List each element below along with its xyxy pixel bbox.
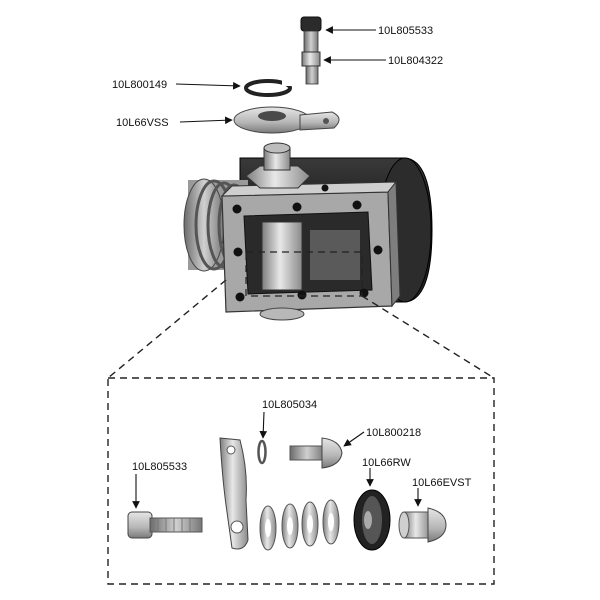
label-roller-sleeve: 10L66EVST [412,477,472,489]
housing [183,142,433,321]
leader-arrows [132,26,422,509]
detail-callout [107,251,495,585]
label-roller-pin: 10L800218 [366,427,421,439]
label-switch-plate: 10L66VSS [116,117,169,129]
label-lockwasher: 10L805034 [262,399,317,411]
side-screw [127,511,203,539]
lockwasher [257,439,267,465]
roller-sleeve [398,507,447,543]
actuator-arm [219,437,249,550]
label-top-stud: 10L804322 [388,55,443,67]
retaining-ring [244,79,292,97]
roller-pin [289,437,343,469]
washer-stack [259,499,340,551]
top-screw [300,16,322,54]
label-roller-wheel: 10L66RW [362,457,411,469]
top-stud [301,51,321,85]
label-retaining-ring: 10L800149 [112,79,167,91]
label-side-screw: 10L805533 [132,461,187,473]
switch-plate [233,106,340,134]
roller-wheel [353,489,391,551]
label-top-screw: 10L805533 [378,25,433,37]
